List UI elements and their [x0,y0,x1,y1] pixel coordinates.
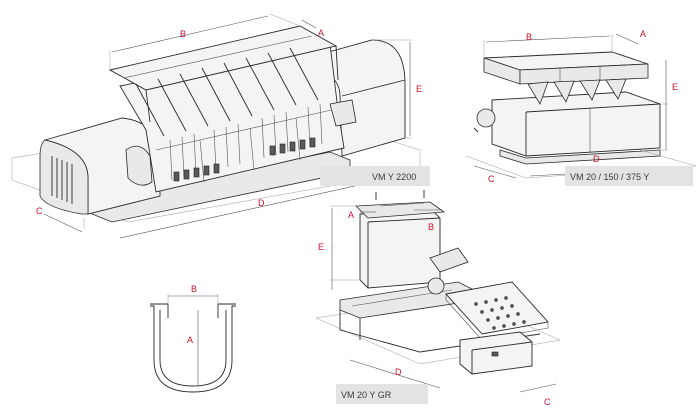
dim-label-b: B [180,29,186,39]
funnel-row [527,78,627,105]
dim-label-c: C [36,206,43,216]
dim-label-d-2: D [593,154,600,164]
drawing-cross-section: B A [150,284,236,393]
drawing-vm-20-y-gr: A B E D C VM 20 Y GR [315,190,561,407]
dim-label-e-2: E [672,82,678,92]
dim-label-c-2: C [488,174,495,184]
dim-label-b-4: B [428,222,434,232]
dim-label-a-3: A [187,335,193,345]
model-label-2: VM 20 / 150 / 375 Y [570,172,649,182]
drawing-vm-20-150-375-y: B A E D C VM 20 / 150 / 375 Y [465,29,697,186]
frame-ribs [169,103,323,181]
drive-motor [476,108,496,128]
model-label-3: VM 20 Y GR [341,390,392,400]
dim-label-b-2: B [526,32,532,42]
drawing-vm-y-2200: B A E D C VM Y 2200 [11,13,430,239]
spring-row [173,137,316,182]
dim-label-d-4: D [395,367,402,377]
vent-grille [51,156,73,204]
dim-label-b-3: B [191,284,197,294]
caption-band-3 [336,384,428,404]
hopper-slats [123,35,319,137]
dim-label-e-4: E [318,242,324,252]
caption-band [320,166,430,186]
dim-label-a-2: A [640,29,646,39]
dim-label-a: A [318,28,324,38]
grid-tray-holes [474,296,526,330]
dim-label-a-4: A [348,210,354,220]
model-label: VM Y 2200 [372,172,416,182]
caption-band-2 [565,166,693,186]
drive-motor-2 [427,277,445,295]
dim-label-e: E [416,84,422,94]
dim-label-c-4: C [544,397,551,407]
dim-label-d: D [258,198,265,208]
